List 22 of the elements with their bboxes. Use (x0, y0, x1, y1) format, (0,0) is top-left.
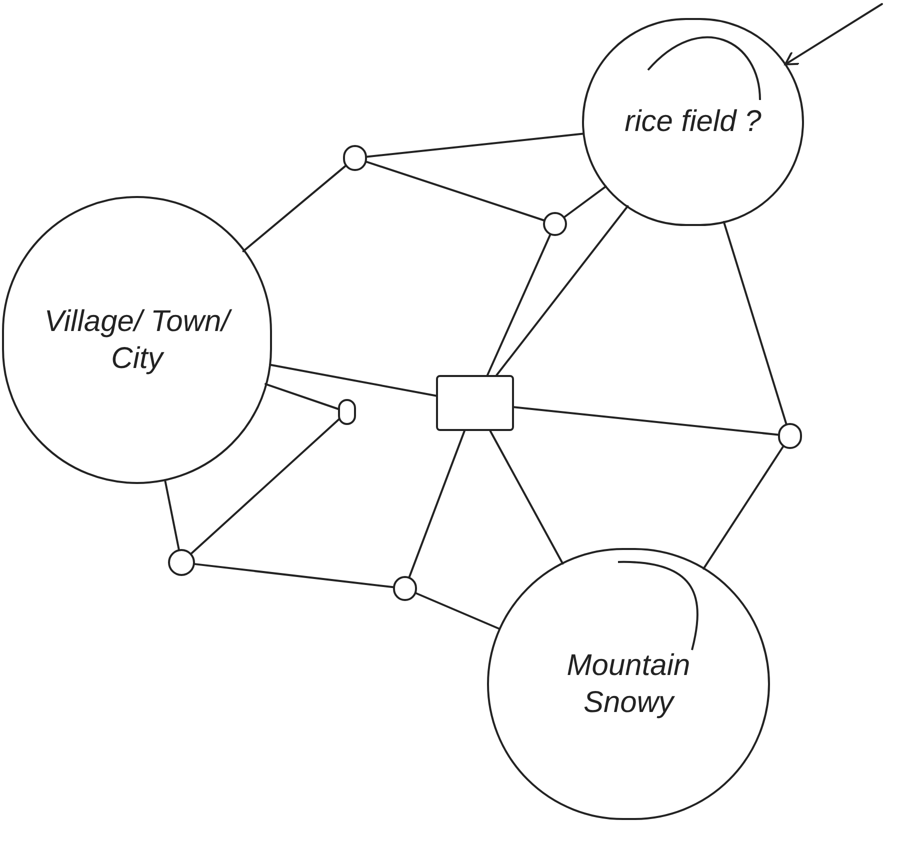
connector-line (489, 430, 564, 565)
connector-line (264, 383, 340, 410)
node-label: rice field ? (624, 104, 762, 140)
connector-line (194, 563, 394, 588)
connector-line (513, 406, 780, 436)
connector-line (702, 446, 784, 570)
connector-line (365, 160, 545, 222)
node-label: Mountain Snowy (566, 648, 692, 721)
connector-line (164, 480, 180, 550)
node-label: Village/ Town/ City (43, 304, 233, 377)
connector-line (496, 205, 629, 376)
connector-line (722, 220, 788, 425)
connector-line (190, 418, 340, 554)
connector-line (486, 234, 552, 376)
connector-line (242, 164, 346, 252)
connector-line (366, 132, 584, 158)
arrow (784, 3, 883, 66)
connector-line (415, 592, 500, 630)
connector-line (268, 364, 437, 397)
connector-line (564, 185, 607, 218)
connector-line (408, 430, 466, 578)
square-node (436, 375, 514, 431)
